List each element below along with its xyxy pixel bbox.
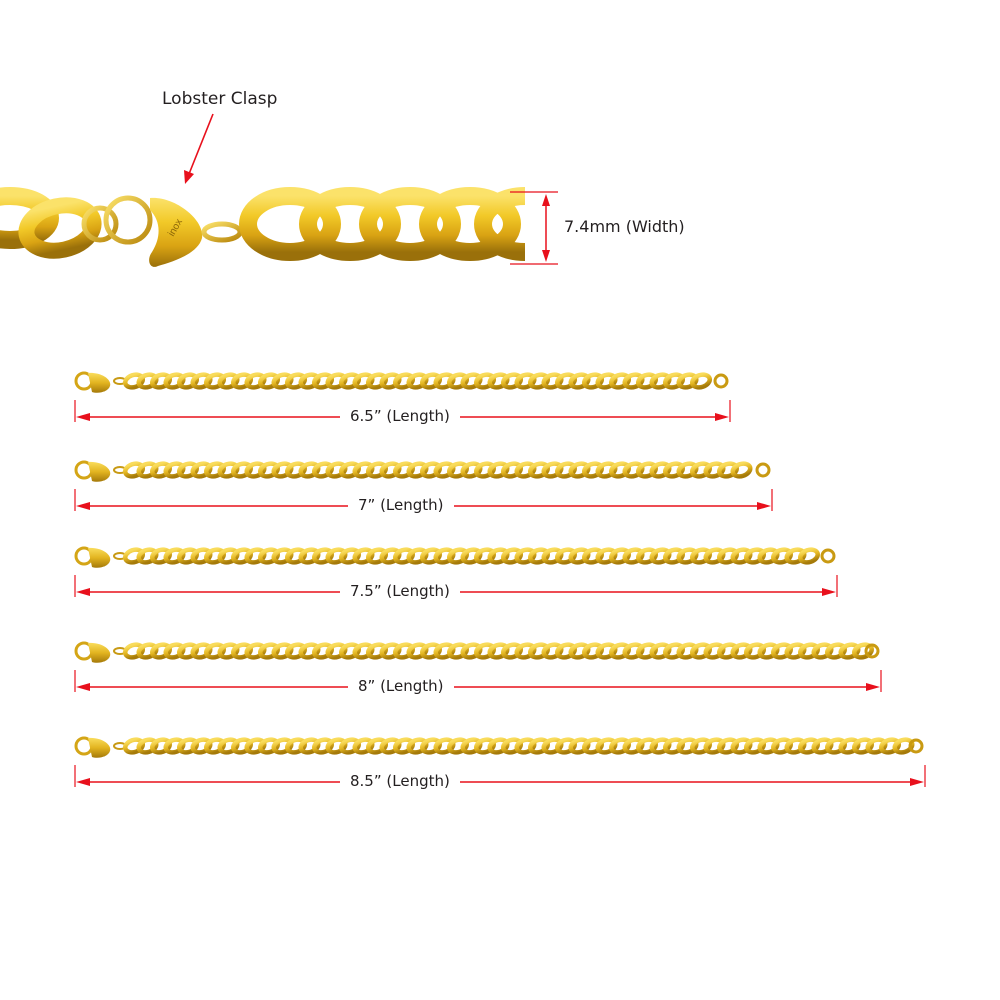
length-label: 8” (Length) [348, 677, 454, 695]
bracelet-chain-image [74, 546, 836, 568]
length-dimension-arrow [74, 765, 926, 787]
bracelet-chain-image [74, 641, 880, 663]
bracelet-chain-image [74, 736, 924, 758]
chain-length-row-8-5: 8.5” (Length) [0, 733, 1000, 803]
chain-links-left [0, 187, 102, 259]
chain-length-row-7-5: 7.5” (Length) [0, 543, 1000, 613]
lobster-clasp-label: Lobster Clasp [162, 89, 278, 109]
length-label: 8.5” (Length) [340, 772, 460, 790]
lobster-clasp: inox [149, 197, 203, 267]
jump-ring [81, 205, 119, 243]
clasp-ring [103, 195, 153, 245]
length-label: 6.5” (Length) [340, 407, 460, 425]
pointer-arrow-icon [184, 113, 214, 184]
chain-length-row-8: 8” (Length) [0, 638, 1000, 708]
connector-ring [201, 221, 243, 243]
chain-closeup-image: inox [0, 180, 530, 280]
chain-length-row-7: 7” (Length) [0, 457, 1000, 527]
width-label: 7.4mm (Width) [564, 217, 685, 236]
chain-length-row-6-5: 6.5” (Length) [0, 368, 1000, 438]
length-label: 7” (Length) [348, 496, 454, 514]
length-dimension-arrow [74, 670, 882, 692]
bracelet-chain-image [74, 460, 771, 482]
bracelet-chain-image [74, 371, 729, 393]
chain-links-right [239, 187, 530, 261]
width-dimension-marker [510, 191, 558, 265]
length-label: 7.5” (Length) [340, 582, 460, 600]
